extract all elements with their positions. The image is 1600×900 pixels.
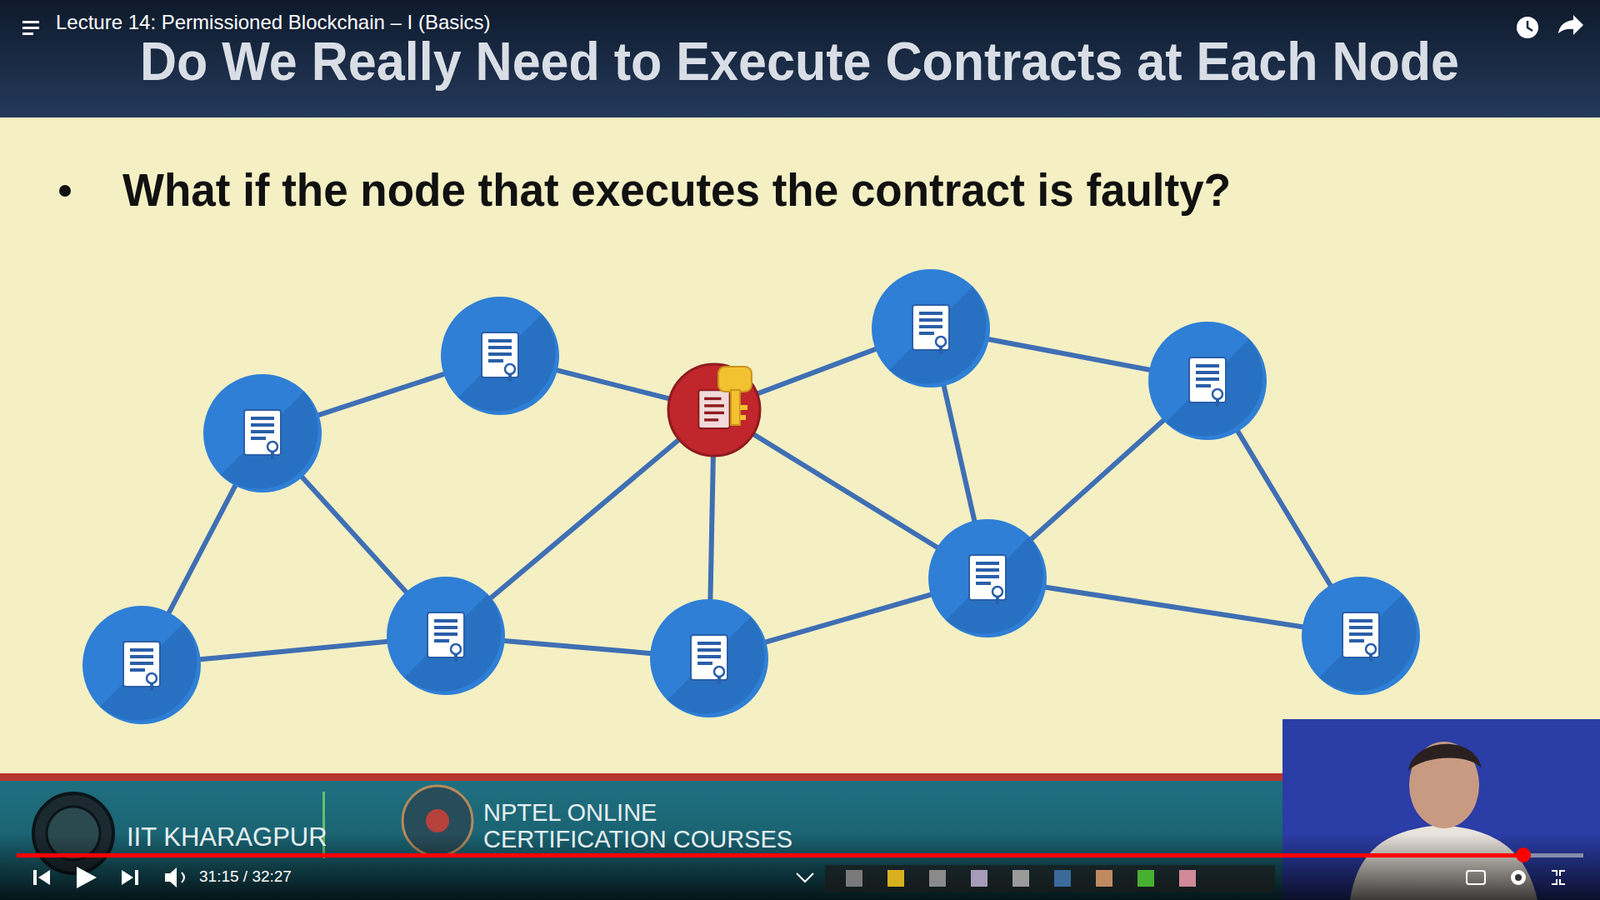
faulty-node <box>668 364 760 456</box>
network-nodes <box>82 269 1420 725</box>
progress-knob <box>1515 847 1531 863</box>
institute-name: IIT KHARAGPUR <box>126 823 328 852</box>
bullet-dot <box>59 185 71 197</box>
key-icon <box>718 366 752 425</box>
progress-track <box>16 853 1584 858</box>
progress-bar <box>16 853 1524 858</box>
annotation-toolbar <box>825 865 1275 892</box>
video-title: Lecture 14: Permissioned Blockchain – I … <box>55 11 491 34</box>
title-band <box>0 0 1600 118</box>
bullet-text: What if the node that executes the contr… <box>122 164 1231 216</box>
course-name: NPTEL ONLINE CERTIFICATION COURSES <box>483 800 800 854</box>
slide-title: Do We Really Need to Execute Contracts a… <box>140 35 1460 89</box>
time-display: 31:15 / 32:27 <box>199 868 292 886</box>
slide-ground <box>0 117 1600 776</box>
player-controls <box>33 866 1565 889</box>
